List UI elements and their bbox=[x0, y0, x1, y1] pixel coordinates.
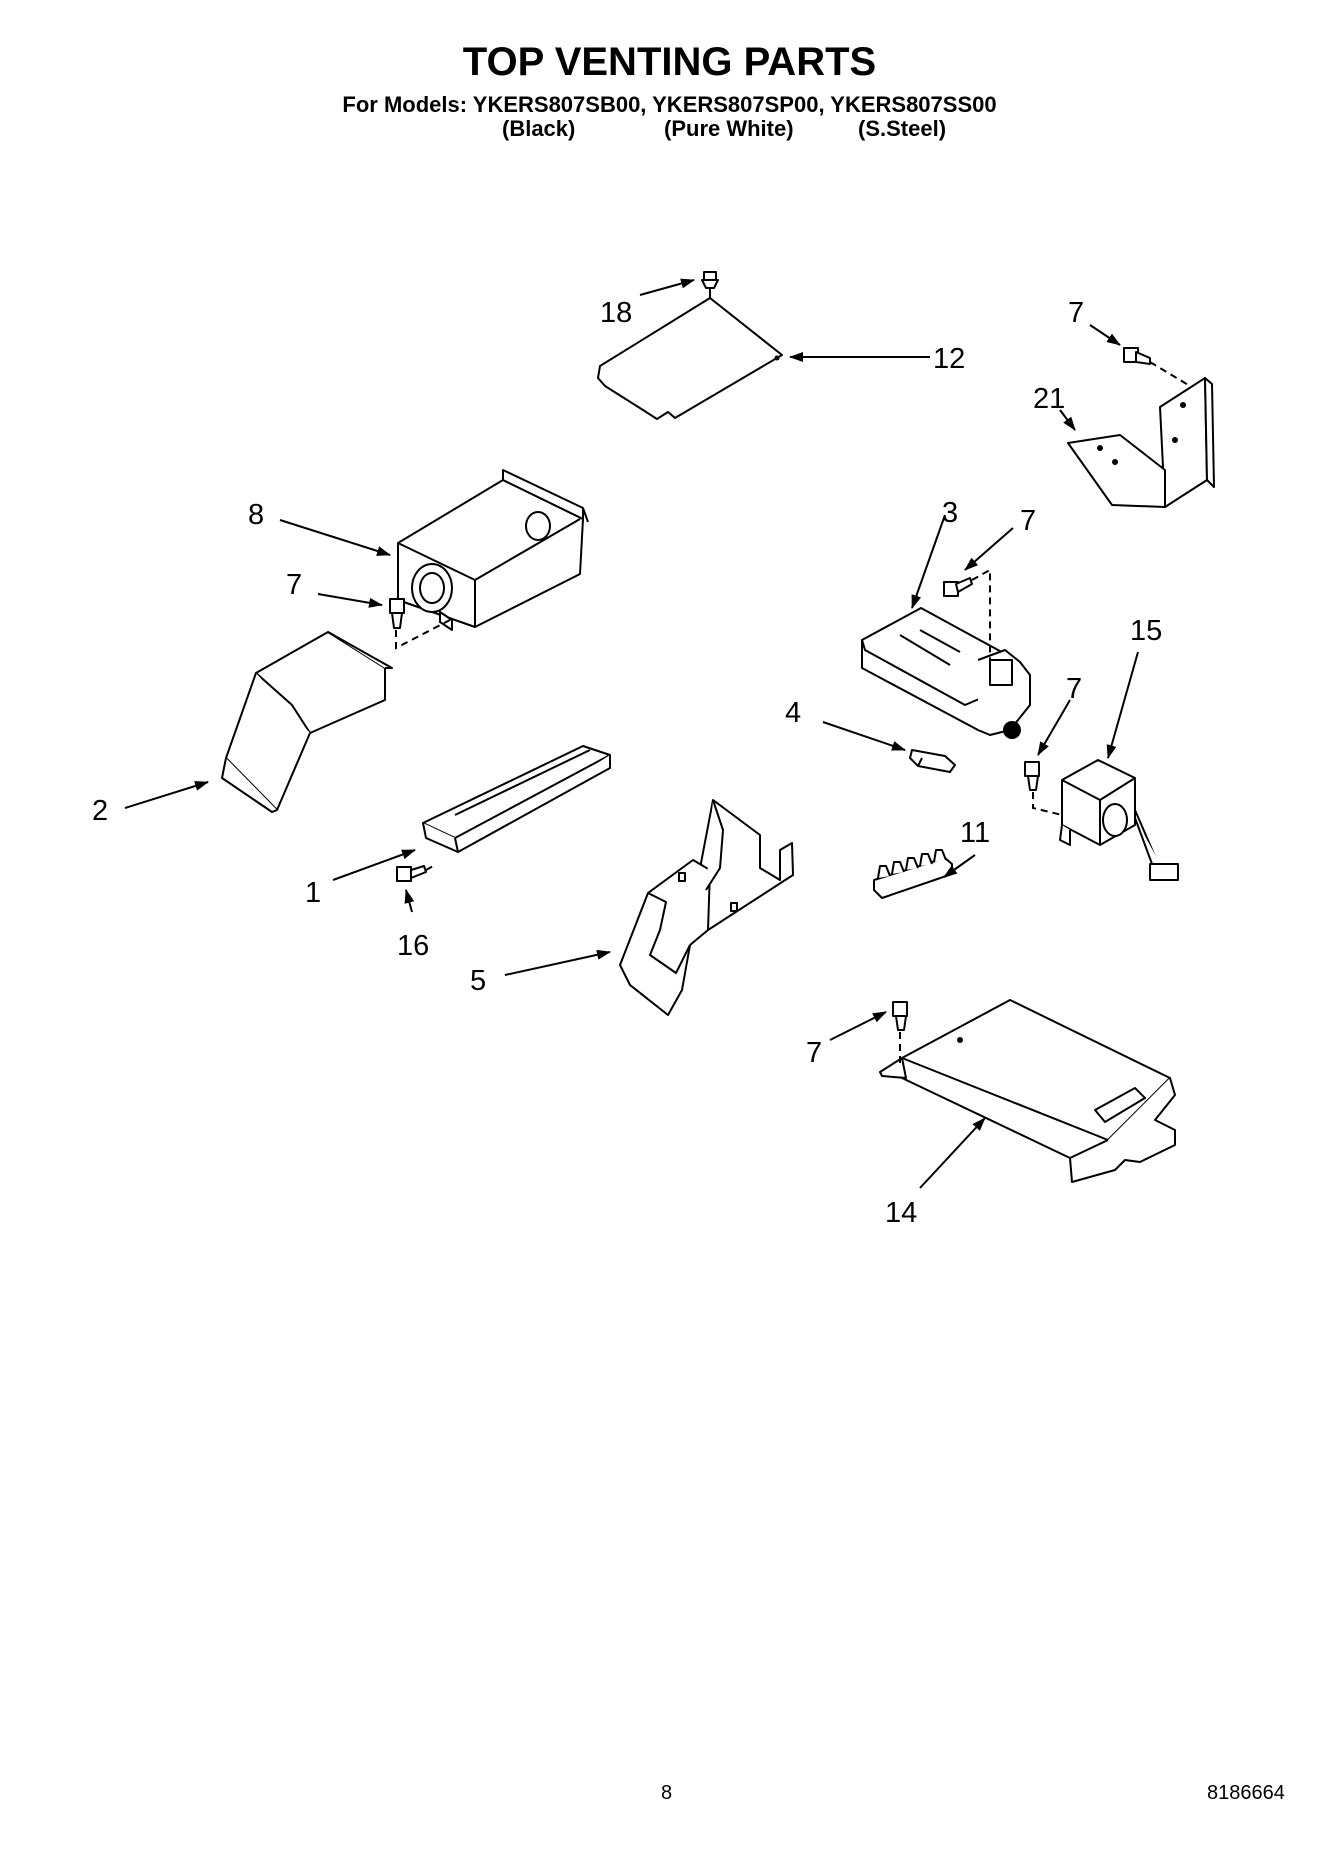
part-7-screw-c bbox=[943, 577, 973, 597]
callout-7c: 7 bbox=[1020, 505, 1036, 537]
callout-7d: 7 bbox=[1066, 673, 1082, 705]
leader-21 bbox=[1059, 409, 1076, 431]
part-7-screw-a bbox=[1123, 347, 1151, 365]
part-4-block bbox=[909, 749, 956, 773]
callout-4: 4 bbox=[785, 697, 801, 729]
leader-7b bbox=[317, 593, 383, 608]
part-14-tray bbox=[879, 999, 1176, 1183]
screw-axis-c bbox=[971, 568, 991, 660]
callout-3: 3 bbox=[942, 497, 958, 529]
leader-2 bbox=[124, 781, 209, 809]
leader-7a bbox=[1089, 324, 1121, 346]
leader-15 bbox=[1106, 651, 1139, 759]
part-11-terminal-strip bbox=[873, 849, 953, 899]
screw-axis-16 bbox=[425, 864, 436, 871]
part-12-plate bbox=[597, 297, 783, 420]
color-steel-label: (S.Steel) bbox=[858, 116, 947, 141]
callout-7b: 7 bbox=[286, 569, 302, 601]
leader-4 bbox=[822, 721, 906, 751]
part-21-bracket bbox=[1067, 377, 1215, 508]
screw-axis-d bbox=[1032, 792, 1063, 816]
document-number: 8186664 bbox=[1207, 1782, 1285, 1804]
callout-7a: 7 bbox=[1068, 297, 1084, 329]
color-black-label: (Black) bbox=[502, 116, 576, 141]
callout-1: 1 bbox=[305, 877, 321, 909]
page-title: TOP VENTING PARTS bbox=[462, 40, 877, 84]
callout-7e: 7 bbox=[806, 1037, 822, 1069]
callout-2: 2 bbox=[92, 795, 108, 827]
leader-5 bbox=[504, 949, 611, 976]
callout-5: 5 bbox=[470, 965, 486, 997]
leader-18 bbox=[639, 278, 695, 296]
part-1-rail bbox=[422, 745, 611, 853]
leader-16 bbox=[404, 889, 415, 913]
leader-8 bbox=[279, 519, 391, 556]
callout-18: 18 bbox=[600, 297, 632, 329]
page-number: 8 bbox=[661, 1782, 673, 1804]
part-3-controller bbox=[861, 607, 1031, 739]
color-white-label: (Pure White) bbox=[664, 116, 794, 141]
callout-16: 16 bbox=[397, 930, 429, 962]
part-2-duct bbox=[221, 631, 393, 813]
part-15-transformer bbox=[1059, 759, 1179, 881]
callout-15: 15 bbox=[1130, 615, 1162, 647]
part-7-screw-e bbox=[892, 1001, 908, 1031]
part-7-screw-b bbox=[389, 598, 405, 629]
part-5-shroud bbox=[619, 799, 794, 1016]
callout-21: 21 bbox=[1033, 383, 1065, 415]
part-8-box bbox=[397, 469, 589, 631]
leader-11 bbox=[943, 854, 976, 878]
part-16-screw bbox=[396, 865, 427, 882]
part-18-screw bbox=[701, 271, 719, 298]
screw-axis-a bbox=[1149, 361, 1191, 387]
leader-1 bbox=[332, 849, 416, 881]
leader-7d bbox=[1037, 699, 1071, 756]
callout-12: 12 bbox=[933, 343, 965, 375]
screw-axis-b bbox=[395, 619, 451, 650]
leader-14 bbox=[919, 1117, 986, 1189]
leader-3 bbox=[911, 514, 946, 609]
callout-14: 14 bbox=[885, 1197, 917, 1229]
callout-8: 8 bbox=[248, 499, 264, 531]
part-7-screw-d bbox=[1024, 761, 1040, 791]
models-line: For Models: YKERS807SB00, YKERS807SP00, … bbox=[342, 92, 997, 117]
callout-11: 11 bbox=[960, 817, 990, 849]
leader-7e bbox=[829, 1011, 887, 1041]
leader-7c bbox=[964, 527, 1014, 571]
